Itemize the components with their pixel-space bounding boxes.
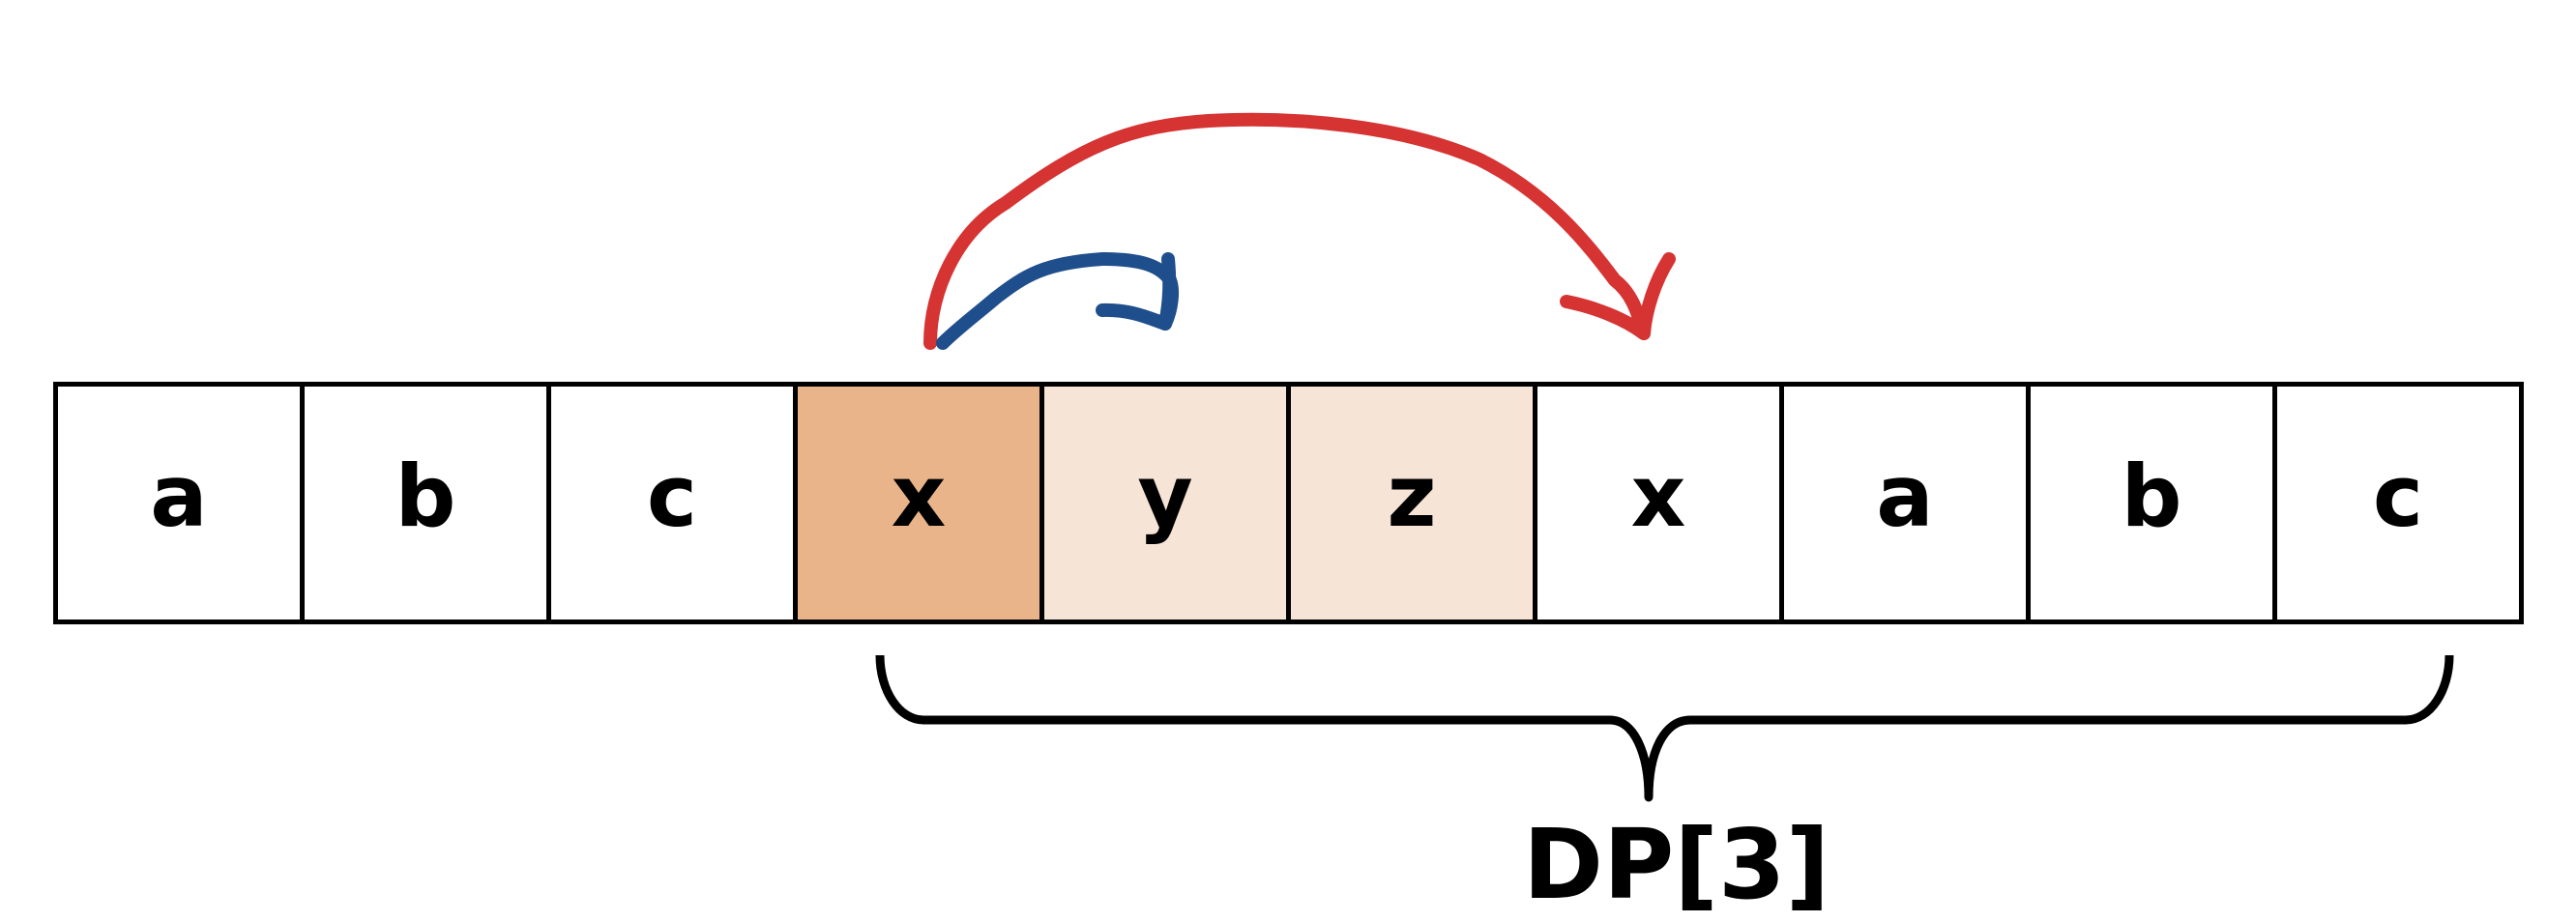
red-arrow-arc [923,112,1651,350]
cell-3: x [798,387,1044,619]
cell-0: a [58,387,305,619]
cell-1: b [305,387,551,619]
cell-6: x [1537,387,1784,619]
cell-8: b [2031,387,2277,619]
cell-2: c [551,387,798,619]
cell-4: y [1044,387,1291,619]
cell-7: a [1784,387,2031,619]
brace-label: DP[3] [1523,808,1830,921]
cell-5: z [1291,387,1537,619]
cell-9: c [2277,387,2519,619]
curly-brace [875,654,2454,802]
blue-arrow-head [1096,252,1177,331]
string-cells: a b c x y z x a b c [53,382,2524,624]
blue-arrow-arc [936,252,1180,350]
red-arrow-head [1560,252,1676,340]
